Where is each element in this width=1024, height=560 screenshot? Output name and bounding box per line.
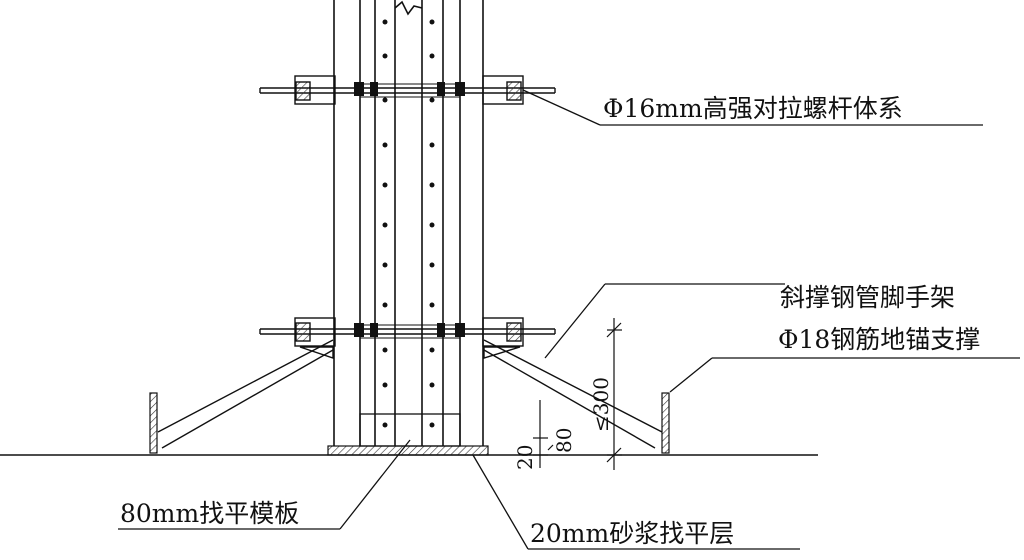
board-dots	[382, 19, 435, 428]
left-anchor-bar	[149, 392, 158, 454]
mortar-layer-label: 20mm砂浆找平层	[530, 519, 734, 548]
lower-nuts	[354, 323, 465, 337]
dim-300: ≤300	[589, 377, 613, 432]
lower-tie-rod	[259, 317, 556, 347]
dim-20: 20	[513, 445, 537, 470]
dimension-lines	[533, 318, 622, 470]
upper-nuts	[354, 82, 465, 96]
right-anchor-bar	[661, 392, 670, 454]
anchor-support-label: Φ18钢筋地锚支撑	[778, 325, 980, 354]
leader-lines	[118, 89, 1020, 550]
dim-80: 80	[552, 428, 576, 453]
column-walls	[333, 0, 484, 446]
right-diagonal-brace	[483, 339, 663, 449]
diagonal-brace-label: 斜撑钢管脚手架	[780, 283, 955, 312]
column-bands	[360, 83, 460, 339]
tie-rod-label: Φ16mm高强对拉螺杆体系	[603, 94, 903, 123]
upper-tie-rod	[259, 75, 556, 105]
mortar-leveling-layer	[327, 445, 489, 456]
leveling-formwork	[359, 413, 461, 447]
leveling-formwork-label: 80mm找平模板	[120, 499, 299, 528]
left-diagonal-brace	[157, 339, 334, 449]
